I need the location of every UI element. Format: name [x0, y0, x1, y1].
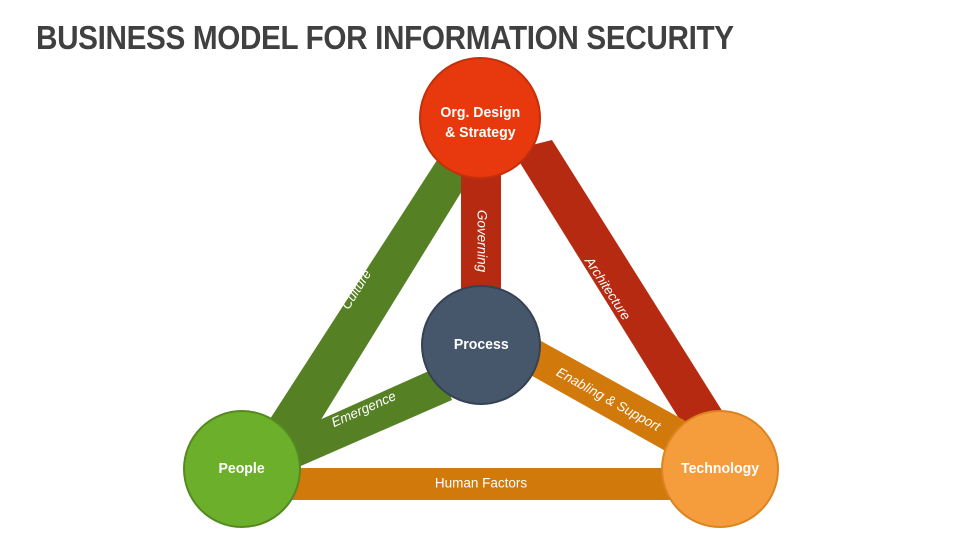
node-people-circle [183, 410, 301, 528]
node-org-design-strategy-label-line2: & Strategy [445, 125, 516, 141]
edge-emergence-band [268, 366, 452, 472]
edge-enabling-support-label: Enabling & Support [554, 364, 664, 434]
node-process[interactable]: Process [421, 285, 541, 405]
edge-enabling-support-band [518, 336, 700, 462]
node-org-design-strategy[interactable]: Org. Design & Strategy [419, 57, 541, 179]
edge-architecture-band [512, 140, 748, 462]
edge-human-factors-label: Human Factors [435, 476, 528, 491]
node-org-design-strategy-label-line1: Org. Design [440, 105, 520, 121]
edge-human-factors-band [250, 468, 715, 500]
node-process-circle [421, 285, 541, 405]
node-people-label: People [218, 461, 264, 477]
node-people[interactable]: People [183, 410, 301, 528]
node-technology[interactable]: Technology [661, 410, 779, 528]
edge-governing-label: Governing [474, 210, 489, 273]
edge-human-factors[interactable]: Human Factors [250, 468, 715, 500]
page-title: BUSINESS MODEL FOR INFORMATION SECURITY [36, 19, 734, 56]
node-technology-label: Technology [681, 461, 760, 477]
node-org-design-strategy-circle [419, 57, 541, 179]
node-process-label: Process [454, 337, 509, 353]
edge-culture-band [250, 140, 478, 470]
node-technology-circle [661, 410, 779, 528]
